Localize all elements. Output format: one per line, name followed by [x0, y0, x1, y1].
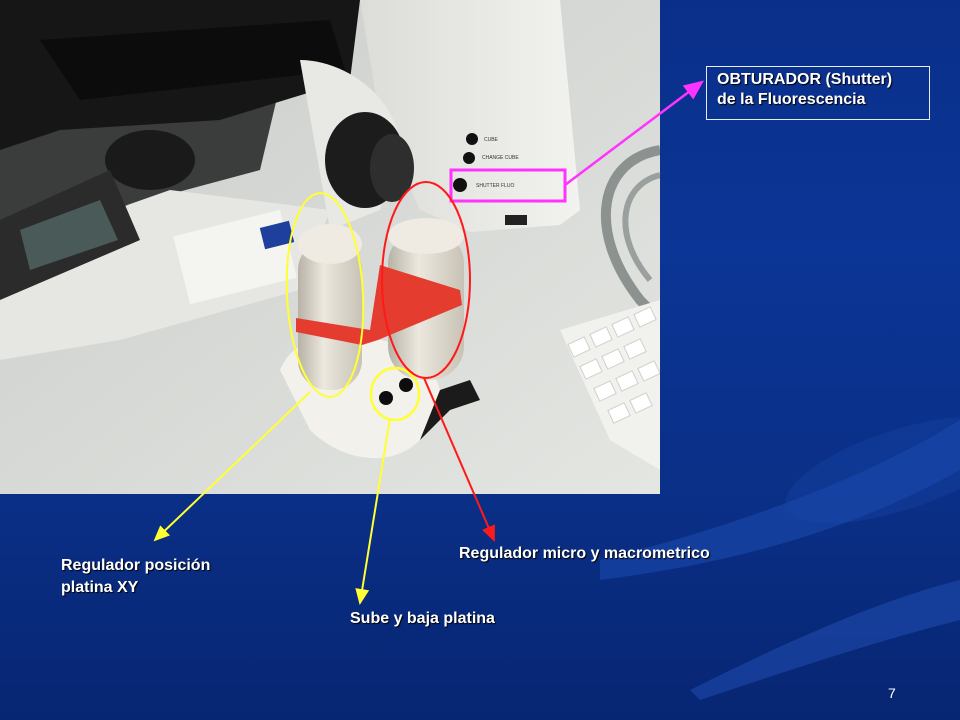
micro-macro-label: Regulador micro y macrometrico [459, 545, 710, 562]
xy-label-line1: Regulador posición [61, 557, 211, 574]
slide-number: 7 [888, 685, 896, 701]
micro-macro-arrow [423, 377, 495, 542]
photo-label-shutter-fluo: SHUTTER FLUO [476, 183, 514, 189]
shutter-marker-rect [449, 168, 567, 203]
shutter-label-line2: de la Fluorescencia [717, 91, 866, 108]
stage-arrow [355, 417, 391, 605]
micro-macro-marker-ellipse [381, 181, 471, 379]
photo-label-cube: CUBE [484, 137, 499, 143]
photo-label-change-cube: CHANGE CUBE [482, 155, 519, 161]
stage-updown-label: Sube y baja platina [350, 610, 495, 627]
shutter-arrow [564, 80, 704, 186]
shutter-label-line1: OBTURADOR (Shutter) [717, 71, 893, 88]
stage-buttons-marker-circle [369, 366, 421, 422]
xy-knob-marker-ellipse [285, 192, 365, 398]
microscope-photo: CUBE CHANGE CUBE SHUTTER FLUO [0, 0, 660, 494]
xy-arrow [153, 391, 311, 542]
shutter-label-box: OBTURADOR (Shutter) de la Fluorescencia [706, 66, 930, 120]
xy-label-line2: platina XY [61, 579, 139, 596]
